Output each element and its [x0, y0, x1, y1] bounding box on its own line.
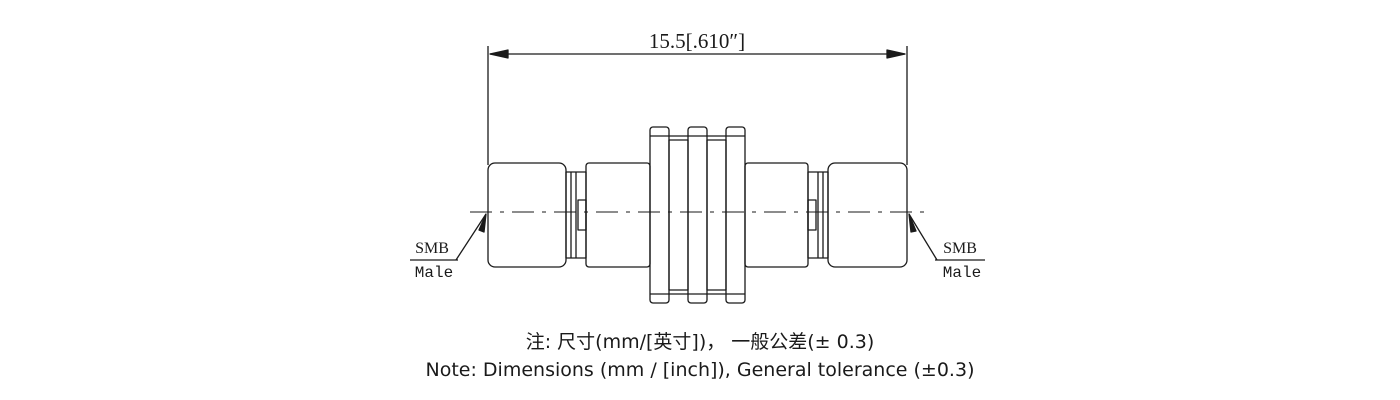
- right-leader-line: [908, 213, 938, 261]
- left-label-type: SMB: [415, 240, 449, 257]
- flange-ring-left: [649, 126, 670, 304]
- flange-ring-right: [725, 126, 746, 304]
- flange-gap-left: [668, 139, 689, 291]
- right-label-type: SMB: [943, 240, 977, 257]
- left-leader-line: [455, 213, 487, 261]
- left-label-gender: Male: [415, 264, 453, 282]
- connector-drawing: 15.5[.610″] SMB Male SMB Male: [410, 29, 985, 304]
- dimension-arrow-left: [489, 49, 509, 59]
- flange-gap-right: [706, 139, 727, 291]
- right-groove-inner: [807, 199, 817, 231]
- right-shoulder: [744, 162, 809, 268]
- dimension-arrow-right: [886, 49, 906, 59]
- note-chinese: 注: 尺寸(mm/[英寸])， 一般公差(± 0.3): [525, 331, 875, 353]
- left-shoulder: [585, 162, 651, 268]
- right-label-gender: Male: [943, 264, 981, 282]
- left-groove-inner: [577, 199, 587, 231]
- notes-block: 注: 尺寸(mm/[英寸])， 一般公差(± 0.3) Note: Dimens…: [0, 328, 1400, 384]
- right-smb-body: [827, 162, 908, 268]
- left-leader-arrow: [478, 213, 487, 233]
- left-smb-body: [487, 162, 567, 268]
- overall-dimension-label: 15.5[.610″]: [649, 29, 745, 53]
- flange-ring-center: [687, 126, 708, 304]
- note-english: Note: Dimensions (mm / [inch]), General …: [425, 359, 975, 381]
- right-leader-arrow: [908, 213, 917, 233]
